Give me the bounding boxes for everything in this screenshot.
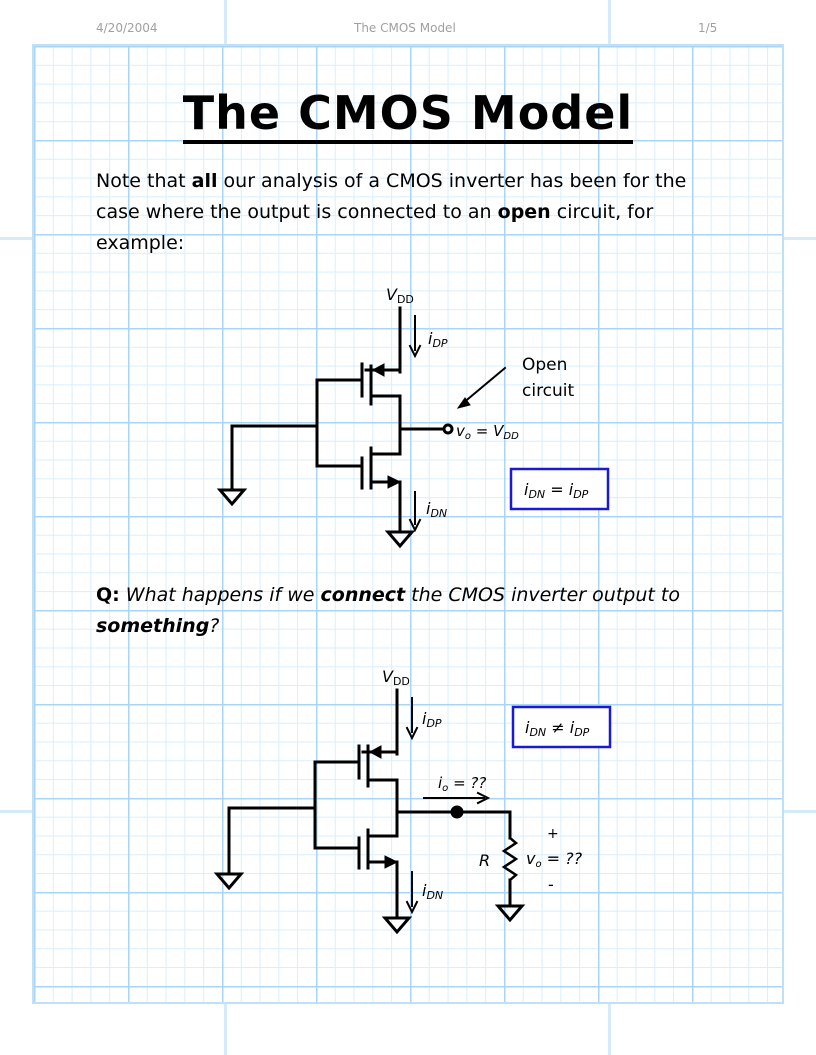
- circuit-2: [213, 688, 526, 935]
- c2-output-node: [450, 805, 464, 819]
- question-text-2: the CMOS inverter output to: [405, 584, 680, 606]
- c1-box-text: iDN = iDP: [524, 480, 589, 501]
- c2-idp-label: iDP: [422, 709, 442, 730]
- header-date: 4/20/2004: [96, 21, 158, 35]
- intro-paragraph: Note that all our analysis of a CMOS inv…: [96, 166, 736, 259]
- c2-current-notequal-box: [511, 705, 612, 749]
- c1-open-pointer-head: [456, 397, 471, 409]
- c2-ground-left: [213, 872, 245, 891]
- question-text-1: What happens if we: [119, 584, 321, 606]
- question-text-3: ?: [209, 615, 220, 637]
- c2-idp-arrowhead: [405, 726, 419, 741]
- intro-text-1: Note that: [96, 170, 192, 192]
- header-title: The CMOS Model: [354, 21, 456, 35]
- question-paragraph: Q: What happens if we connect the CMOS i…: [96, 580, 756, 642]
- question-bold-something: something: [96, 615, 210, 637]
- c2-minus-label: -: [548, 875, 554, 894]
- c1-nmos-arrow: [387, 475, 402, 489]
- c2-vo-label: vo = ??: [526, 849, 583, 870]
- c2-ground-center: [381, 916, 413, 935]
- c2-idn-label: iDN: [422, 881, 443, 902]
- graph-paper-grid: [32, 44, 784, 1004]
- c2-pmos-arrow: [368, 745, 382, 759]
- intro-text-3: circuit, for example:: [96, 201, 654, 254]
- c1-ground-left: [216, 488, 248, 507]
- c1-open-label-2: circuit: [522, 381, 575, 401]
- c1-vo-label: vo = VDD: [456, 422, 519, 442]
- question-bold-connect: connect: [320, 584, 406, 606]
- c2-box-text: iDN ≠ iDP: [525, 718, 590, 739]
- c1-open-pointer: [460, 366, 507, 406]
- header-page: 1/5: [698, 21, 718, 35]
- intro-bold-open: open: [497, 201, 551, 223]
- c1-pmos-arrow: [371, 363, 385, 377]
- c1-idp-arrowhead: [408, 344, 422, 359]
- c1-idn-label: iDN: [426, 499, 447, 520]
- c2-vdd-label: VDD: [382, 667, 410, 688]
- c2-idn-arrowhead: [405, 900, 419, 915]
- c1-idn-arrowhead: [408, 518, 422, 533]
- c1-vdd-label: VDD: [386, 285, 414, 306]
- c1-open-label-1: Open: [522, 355, 567, 375]
- c1-idp-label: iDP: [428, 329, 448, 350]
- c2-ground-right: [494, 904, 526, 923]
- intro-text-2: our analysis of a CMOS inverter has been…: [96, 170, 687, 223]
- c2-plus-label: +: [547, 826, 559, 842]
- c1-current-equal-box: [509, 467, 610, 511]
- page-title-text: The CMOS Model: [182, 86, 634, 144]
- intro-bold-all: all: [191, 170, 218, 192]
- c2-r-label: R: [479, 851, 490, 870]
- page-title: The CMOS Model: [0, 86, 816, 144]
- c2-nmos-arrow: [384, 855, 399, 869]
- c2-io-arrowhead: [476, 791, 491, 805]
- c1-output-terminal: [442, 423, 454, 435]
- c2-resistor: [501, 836, 519, 882]
- c1-ground-right: [384, 530, 416, 549]
- circuit-1: [216, 306, 507, 549]
- question-label: Q:: [96, 584, 120, 606]
- c2-io-label: io = ??: [438, 774, 486, 794]
